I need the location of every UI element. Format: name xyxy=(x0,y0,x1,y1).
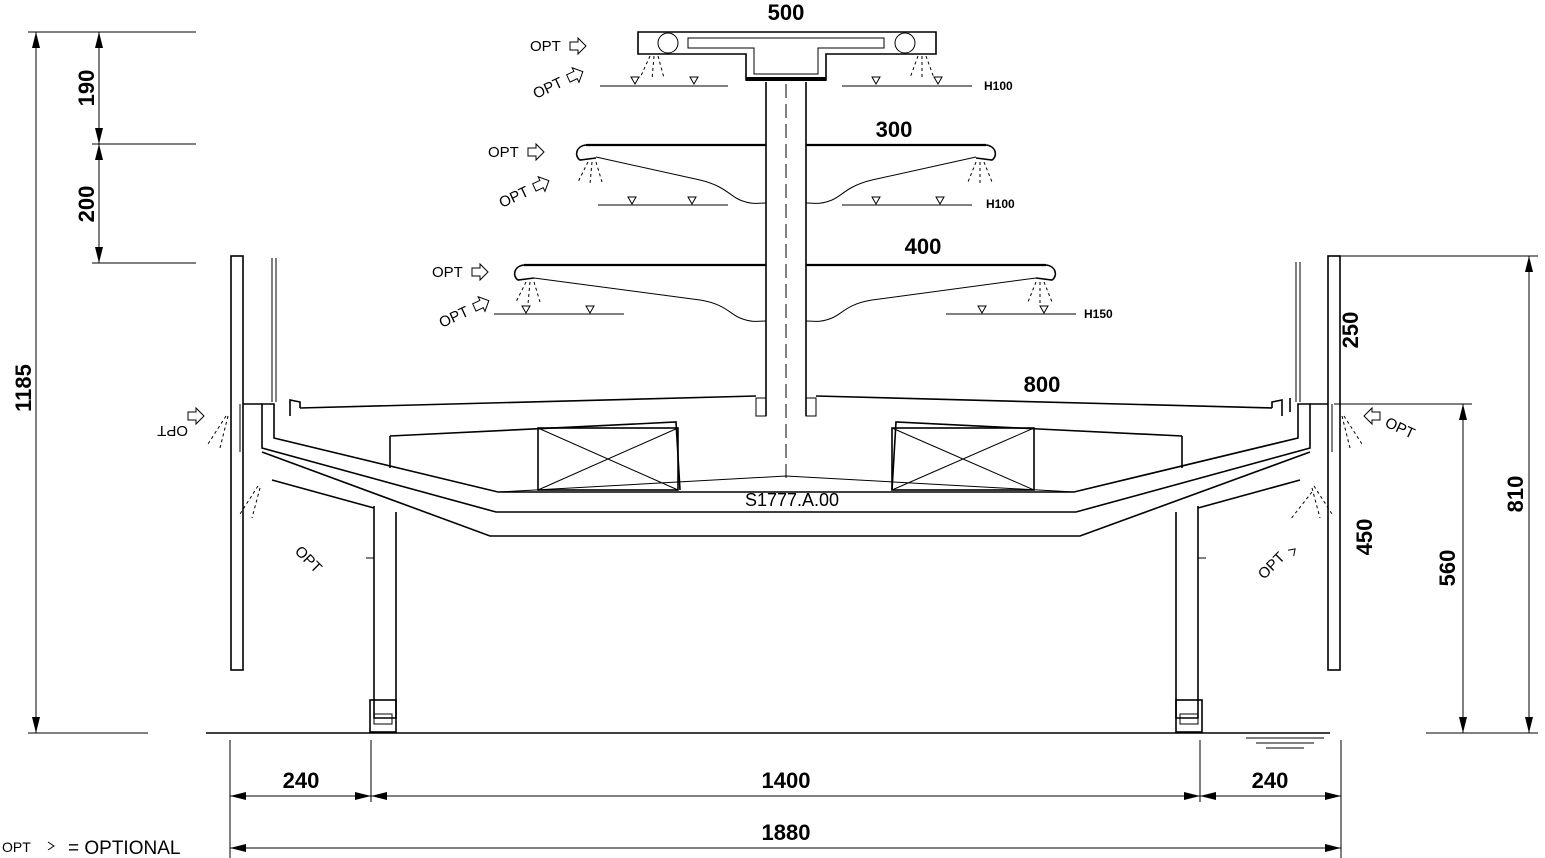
shelf-400-clearance: H150 xyxy=(1084,307,1113,321)
dim-bottom-left: 240 xyxy=(283,768,320,793)
floor-line xyxy=(206,732,1330,749)
legend-meaning: = OPTIONAL xyxy=(68,838,180,858)
base-deck-width: 800 xyxy=(1024,372,1061,397)
dim-upper-gap: 190 xyxy=(74,70,99,107)
opt-label: OPT xyxy=(1382,414,1417,442)
base-deck xyxy=(289,395,1291,416)
dim-total-height: 1185 xyxy=(11,364,36,412)
opt-label: OPT xyxy=(291,543,325,577)
opt-label: OPT xyxy=(530,38,561,55)
top-shelf-width: 500 xyxy=(768,0,805,25)
dim-inner-height: 560 xyxy=(1435,550,1460,587)
shelf-300-clearance: H100 xyxy=(986,197,1015,211)
legend-symbol: OPT xyxy=(2,839,31,855)
model-code: S1777.A.00 xyxy=(745,490,839,510)
opt-label: OPT xyxy=(531,74,566,102)
shelf-400-width: 400 xyxy=(905,234,942,259)
dim-side-height: 450 xyxy=(1352,519,1377,556)
central-post xyxy=(755,82,817,480)
dim-bottom-total: 1880 xyxy=(762,820,811,845)
opt-label: OPT xyxy=(488,144,519,161)
case-body xyxy=(261,403,1311,537)
opt-label: OPT xyxy=(437,303,472,331)
left-dimension-lines xyxy=(28,31,196,734)
side-panels xyxy=(207,255,1363,671)
shelf-300 xyxy=(575,143,997,206)
dim-bottom-center: 1400 xyxy=(762,768,811,793)
opt-label: OPT xyxy=(432,264,463,281)
dim-bottom-right: 240 xyxy=(1252,768,1289,793)
right-dimension-lines xyxy=(1334,255,1538,734)
dim-overall-right: 810 xyxy=(1503,476,1528,513)
shelf-300-width: 300 xyxy=(876,117,913,142)
dim-top-panel: 250 xyxy=(1338,312,1363,349)
opt-label: OPT xyxy=(157,422,188,439)
dim-lower-gap: 200 xyxy=(74,186,99,223)
shelf-400 xyxy=(494,263,1076,322)
opt-label: OPT xyxy=(497,183,532,211)
bottom-dimension-lines xyxy=(229,740,1342,858)
legend: OPT = OPTIONAL xyxy=(2,838,180,858)
legs xyxy=(366,506,1206,733)
top-shelf-clearance: H100 xyxy=(984,79,1013,93)
top-shelf xyxy=(600,31,972,87)
opt-label: OPT xyxy=(1255,549,1289,583)
